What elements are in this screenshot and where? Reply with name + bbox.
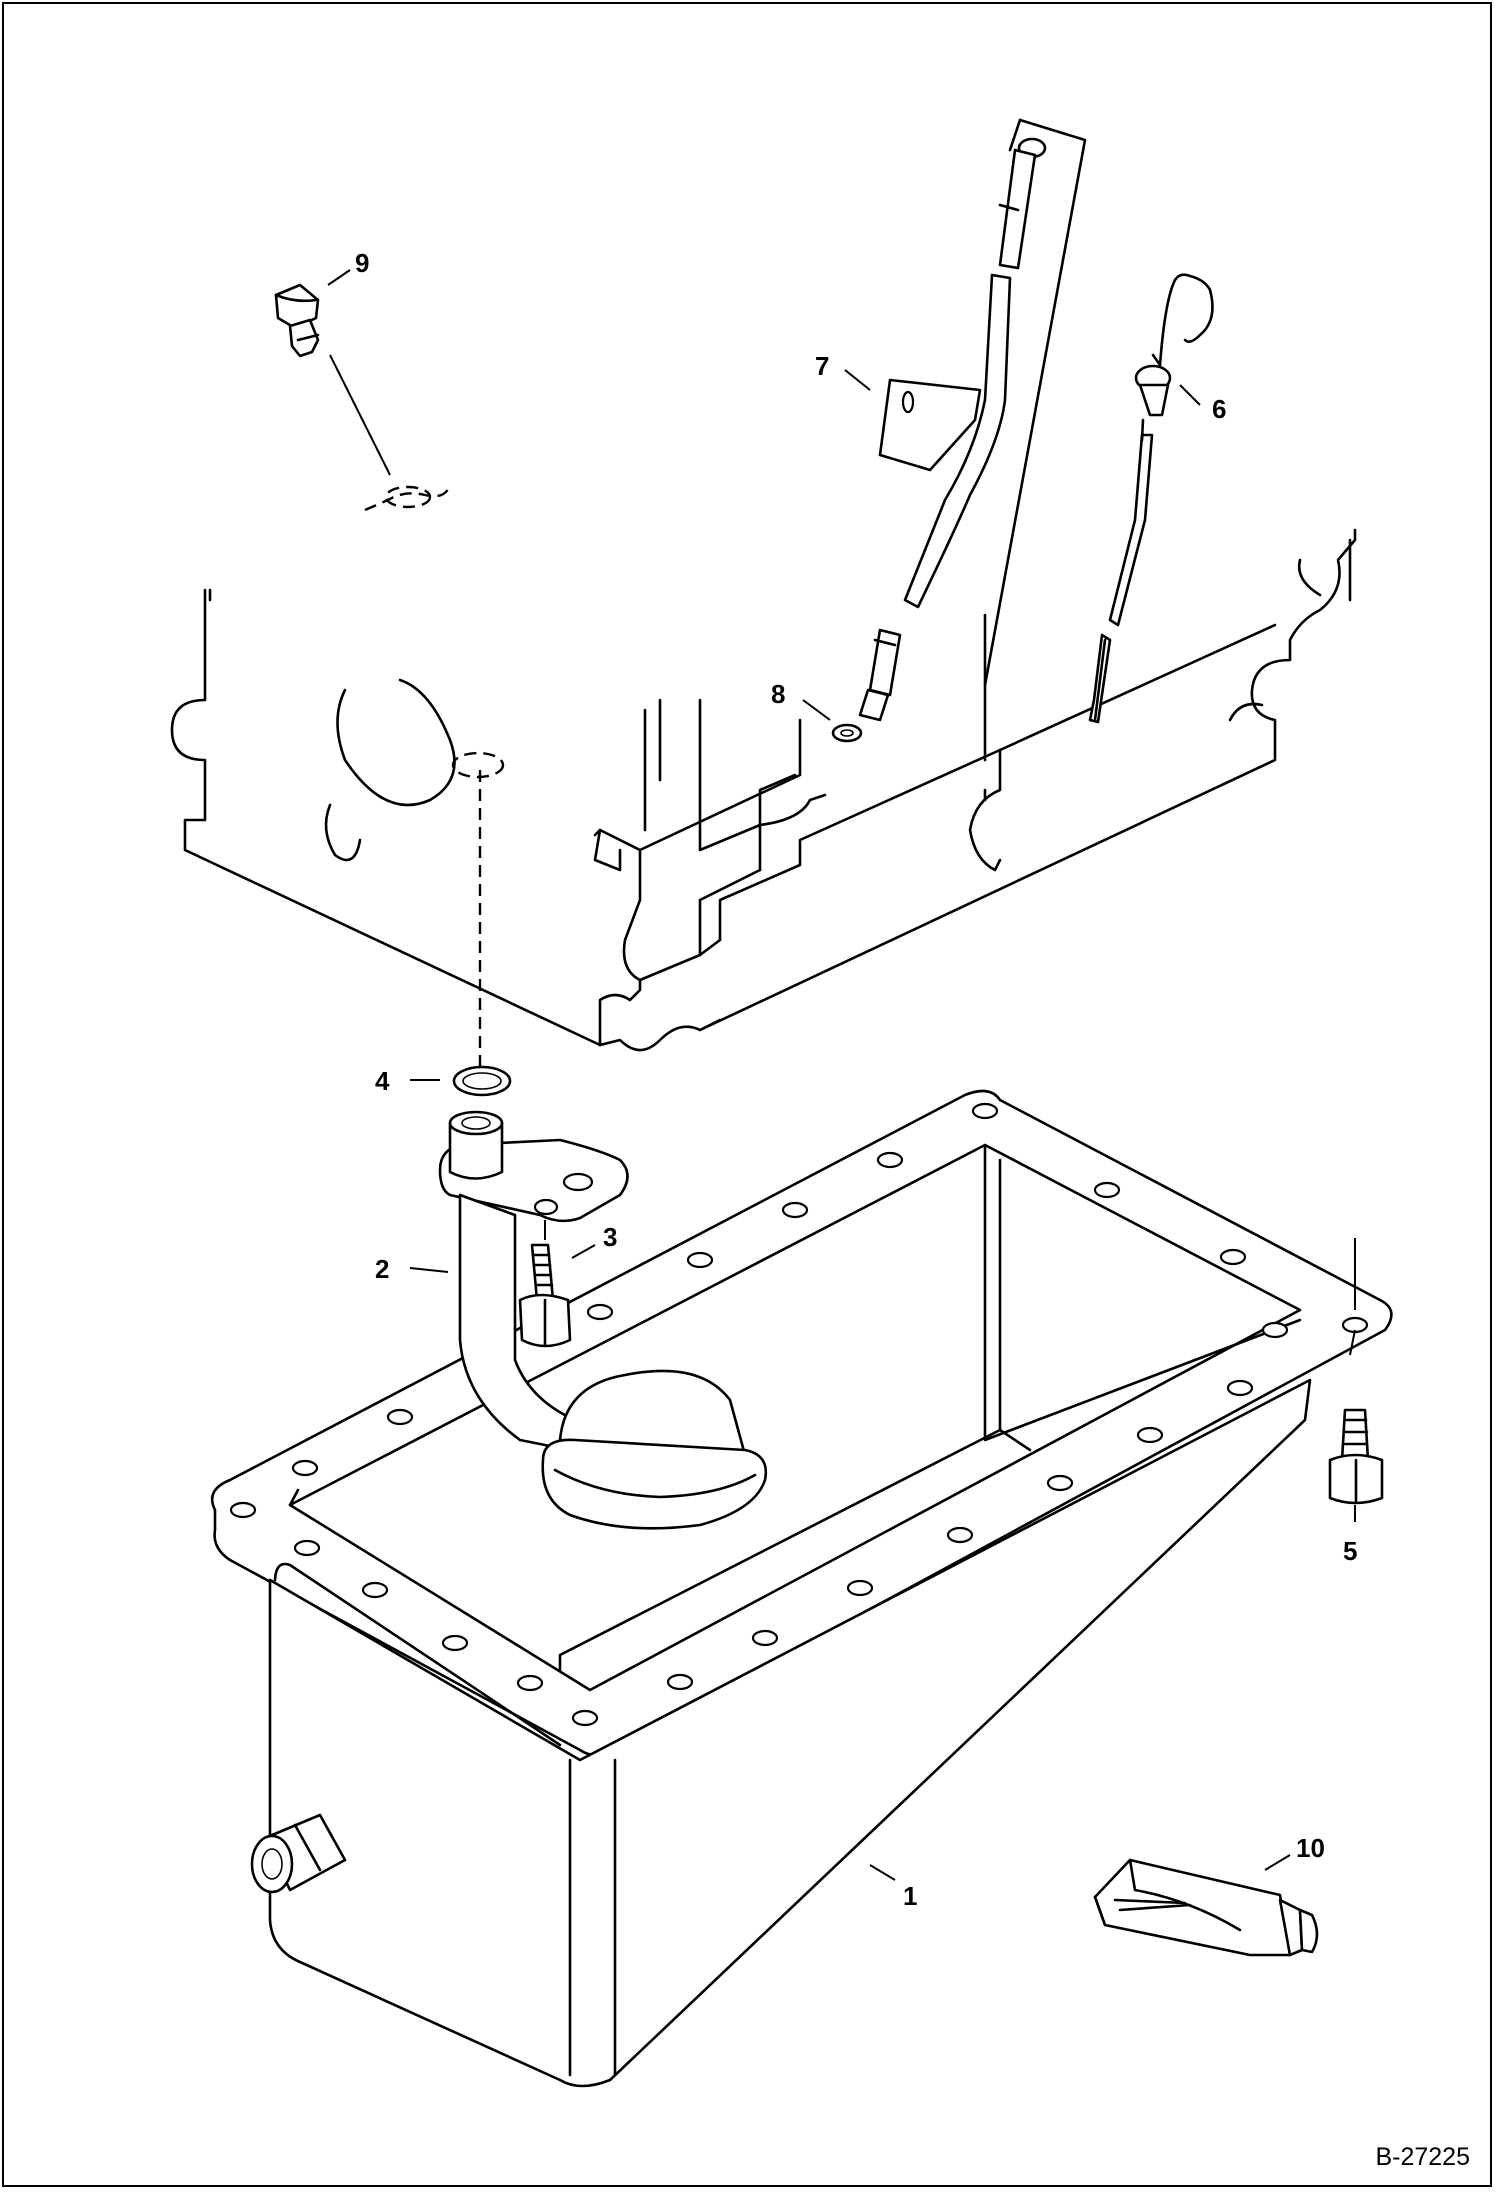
dipstick bbox=[1088, 273, 1214, 724]
o-ring-small bbox=[831, 723, 863, 743]
callout-1: 1 bbox=[903, 1881, 917, 1911]
callout-6: 6 bbox=[1212, 394, 1226, 424]
engine-block bbox=[170, 528, 1357, 1052]
bolt-part-3 bbox=[518, 1220, 572, 1348]
bolt-part-5 bbox=[1328, 1238, 1384, 1522]
callout-10: 10 bbox=[1296, 1833, 1325, 1863]
plug-part-9 bbox=[274, 283, 452, 512]
oil-pan bbox=[210, 1089, 1393, 2088]
reference-number: B-27225 bbox=[1375, 2143, 1470, 2171]
leader-lines bbox=[327, 269, 1356, 1881]
o-ring-part-4 bbox=[452, 1065, 512, 1097]
dipstick-guide-tube bbox=[858, 137, 1047, 722]
callout-labels: 9 7 6 8 4 2 3 5 1 10 bbox=[355, 248, 1357, 1911]
callout-2: 2 bbox=[375, 1254, 389, 1284]
sealant-tube bbox=[1093, 1858, 1319, 1957]
pan-bolt-holes bbox=[229, 1102, 1369, 1727]
callout-8: 8 bbox=[771, 679, 785, 709]
callout-9: 9 bbox=[355, 248, 369, 278]
oil-strainer-pipe bbox=[438, 1110, 768, 1530]
callout-4: 4 bbox=[375, 1066, 390, 1096]
callout-7: 7 bbox=[815, 351, 829, 381]
dipstick-guide-panel bbox=[983, 118, 1087, 687]
callout-3: 3 bbox=[603, 1222, 617, 1252]
callout-5: 5 bbox=[1343, 1536, 1357, 1566]
